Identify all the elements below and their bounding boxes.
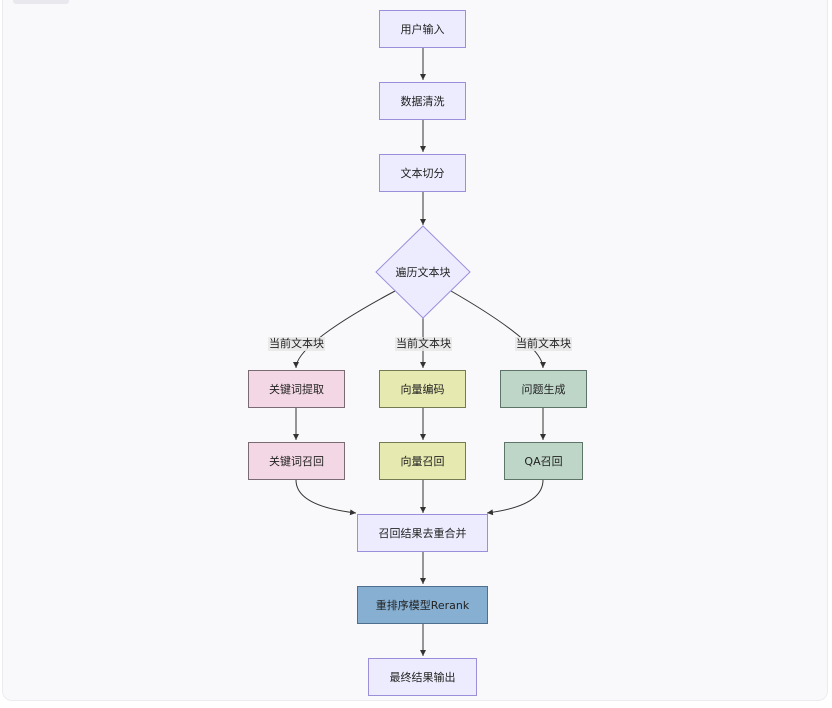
- edge-label-left: 当前文本块: [268, 337, 325, 351]
- edge-label-right: 当前文本块: [515, 337, 572, 351]
- edge-kwrecall-merge: [295, 479, 357, 516]
- node-rerank-model: 重排序模型Rerank: [357, 586, 488, 624]
- node-user-input: 用户输入: [379, 10, 466, 48]
- edge-iterate-keyword: [293, 290, 396, 369]
- node-vector-encode: 向量编码: [379, 370, 466, 408]
- node-iterate-blocks: 遍历文本块: [395, 266, 451, 279]
- node-final-output: 最终结果输出: [368, 658, 477, 696]
- node-vector-recall: 向量召回: [379, 442, 466, 480]
- node-keyword-recall: 关键词召回: [248, 442, 345, 480]
- edge-iterate-question: [450, 290, 546, 369]
- node-qa-recall: QA召回: [504, 442, 583, 480]
- edge-qarecall-merge: [486, 479, 544, 516]
- iterate-diamond: [375, 225, 471, 319]
- node-keyword-extract: 关键词提取: [248, 370, 345, 408]
- node-merge-dedup: 召回结果去重合并: [357, 514, 488, 552]
- node-data-cleaning: 数据清洗: [379, 82, 466, 120]
- canvas-tab: [13, 0, 69, 4]
- node-text-split: 文本切分: [379, 154, 466, 192]
- edge-label-middle: 当前文本块: [395, 337, 452, 351]
- node-question-gen: 问题生成: [500, 370, 587, 408]
